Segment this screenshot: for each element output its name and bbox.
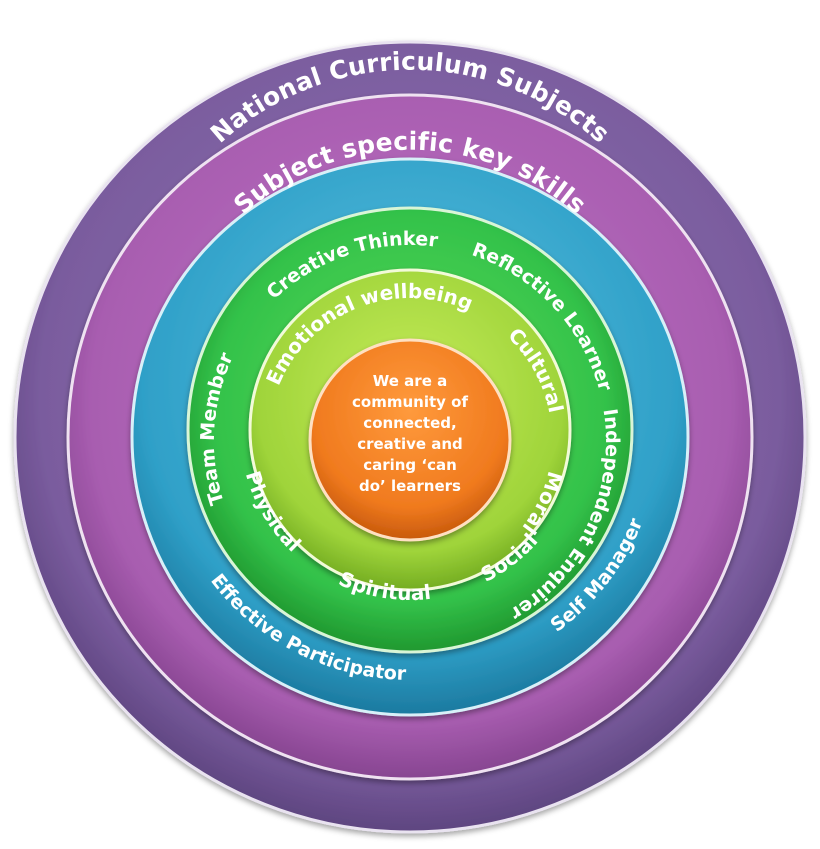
core-line: caring ‘can bbox=[363, 456, 457, 474]
core-line: creative and bbox=[357, 435, 463, 453]
core-statement: We are a community of connected, creativ… bbox=[352, 372, 468, 495]
core-line: connected, bbox=[363, 414, 456, 432]
core-line: do’ learners bbox=[359, 477, 461, 495]
core-line: We are a bbox=[373, 372, 447, 390]
core-line: community of bbox=[352, 393, 468, 411]
core-circle bbox=[308, 338, 512, 542]
